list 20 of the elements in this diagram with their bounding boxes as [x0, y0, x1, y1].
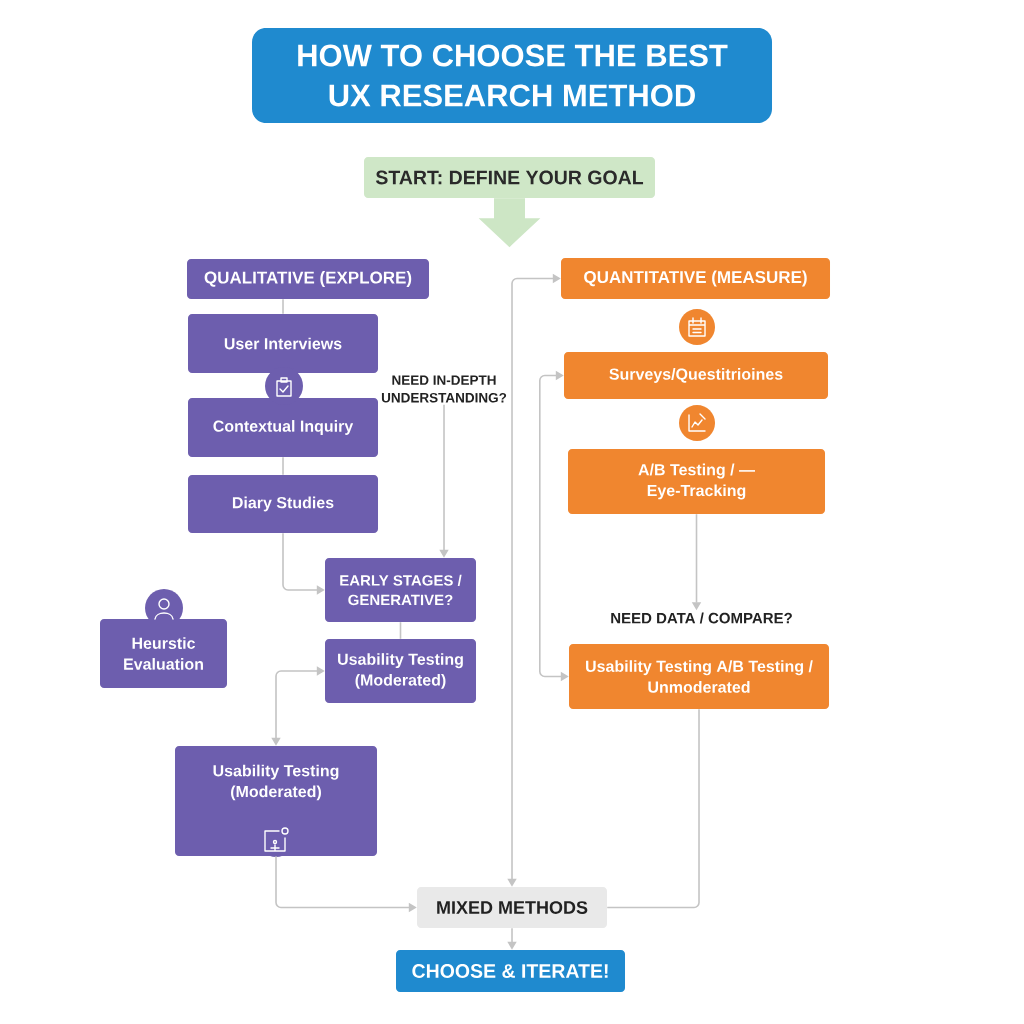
start-box: START: DEFINE YOUR GOAL [364, 157, 655, 198]
connector-line [282, 298, 284, 315]
end-box: CHOOSE & ITERATE! [396, 950, 625, 992]
connector-line [606, 708, 700, 909]
title-banner: HOW TO CHOOSE THE BEST UX RESEARCH METHOD [252, 28, 772, 123]
question-text: NEED DATA / COMPARE? [611, 612, 792, 624]
method-box: Usability Testing (Moderated) [175, 746, 377, 857]
category-header: QUANTITATIVE (MEASURE) [561, 258, 830, 299]
question-text: NEED IN-DEPTH UNDERSTANDING? [381, 375, 507, 403]
method-box: A/B Testing / — Eye-Tracking [568, 449, 825, 514]
category-header: QUALITATIVE (EXPLORE) [187, 259, 429, 299]
method-box: Usability Testing (Moderated) [325, 639, 476, 703]
method-box: Usability Testing A/B Testing / Unmoderated [569, 644, 829, 709]
connector-line [399, 621, 402, 640]
method-box: Heurstic Evaluation [100, 589, 227, 688]
method-box: Surveys/Questitrioines [564, 352, 828, 399]
decision-box: EARLY STAGES / GENERATIVE? [325, 558, 476, 622]
connector-line [282, 456, 284, 476]
process-box: MIXED METHODS [417, 887, 607, 928]
method-box: Diary Studies [188, 475, 378, 533]
